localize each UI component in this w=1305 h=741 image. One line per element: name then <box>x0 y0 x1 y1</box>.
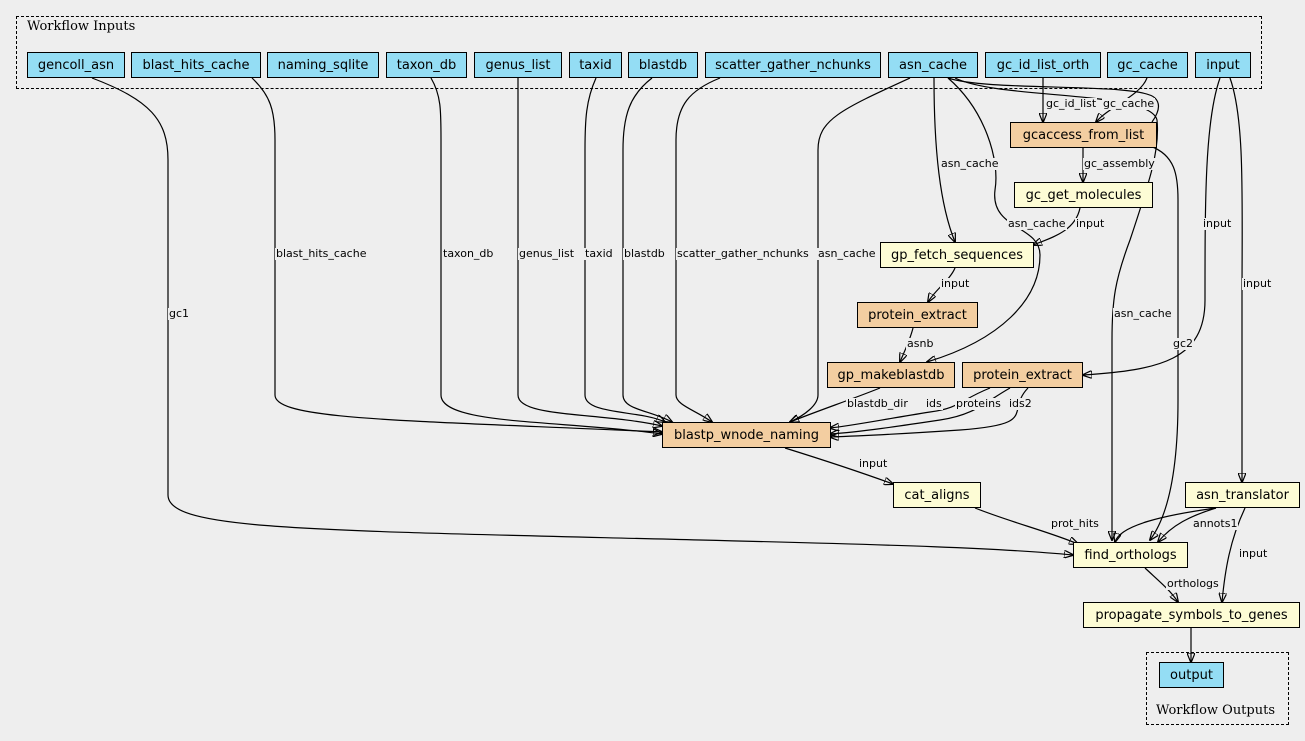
edge-input-propagate <box>1222 507 1246 602</box>
node-gc-get-molecules[interactable]: gc_get_molecules <box>1014 182 1153 208</box>
edge-gc2 <box>1150 145 1179 540</box>
edge-blastdb-dir <box>790 387 881 422</box>
edge-label-blastdb: blastdb <box>623 247 666 260</box>
edge-label-taxid: taxid <box>584 247 614 260</box>
edge-label-blast-hits-cache: blast_hits_cache <box>275 247 368 260</box>
edge-asn-cache-makeblastdb <box>927 77 1041 362</box>
node-protein-extract-1[interactable]: protein_extract <box>857 302 978 328</box>
node-blast-hits-cache[interactable]: blast_hits_cache <box>131 52 261 78</box>
edge-annots1-b <box>1115 507 1217 542</box>
edge-label-gc2: gc2 <box>1172 337 1195 350</box>
node-find-orthologs[interactable]: find_orthologs <box>1073 542 1188 568</box>
edge-input-molecules <box>1033 207 1081 245</box>
edge-annots1 <box>1158 507 1217 542</box>
node-blastp-wnode-naming[interactable]: blastp_wnode_naming <box>662 422 831 448</box>
edge-label-asnb: asnb <box>906 337 935 350</box>
edge-taxid <box>584 77 665 422</box>
edge-asn-cache-fetch <box>933 77 955 242</box>
edge-label-asn-cache-orthologs: asn_cache <box>1113 307 1173 320</box>
workflow-inputs-label: Workflow Inputs <box>27 19 136 34</box>
node-gencoll-asn[interactable]: gencoll_asn <box>27 52 125 78</box>
node-output[interactable]: output <box>1159 662 1224 688</box>
edge-label-asn-cache-makeblastdb: asn_cache <box>1007 217 1067 230</box>
edge-taxon-db <box>430 77 662 434</box>
node-taxid[interactable]: taxid <box>569 52 622 78</box>
edge-label-input-fetch: input <box>940 277 971 290</box>
edge-label-gc-assembly: gc_assembly <box>1083 157 1156 170</box>
edge-label-proteins: proteins <box>955 397 1002 410</box>
edge-input-protein-extract <box>1083 77 1221 375</box>
edge-label-genus-list: genus_list <box>518 247 576 260</box>
edge-label-input-molecules: input <box>1075 217 1106 230</box>
edge-orthologs <box>1144 567 1178 602</box>
edge-label-gc-id-list: gc_id_list <box>1045 97 1098 110</box>
edge-asn-cache-blastp <box>790 77 911 422</box>
edge-asn-cache-orthologs <box>954 77 1159 540</box>
edge-genus-list <box>517 78 662 426</box>
edge-asn-cache-gcaccess <box>947 77 1160 123</box>
workflow-outputs-label: Workflow Outputs <box>1156 703 1275 718</box>
node-asn-translator[interactable]: asn_translator <box>1185 482 1300 508</box>
node-genus-list[interactable]: genus_list <box>474 52 562 78</box>
node-scatter-gather-nchunks[interactable]: scatter_gather_nchunks <box>705 52 881 78</box>
node-gcaccess-from-list[interactable]: gcaccess_from_list <box>1010 122 1157 148</box>
edge-label-input-translator: input <box>1242 277 1273 290</box>
node-gc-id-list-orth[interactable]: gc_id_list_orth <box>985 52 1101 78</box>
edge-label-blastdb-dir: blastdb_dir <box>846 397 909 410</box>
node-cat-aligns[interactable]: cat_aligns <box>893 482 981 508</box>
edge-label-asn-cache-fetch: asn_cache <box>940 157 1000 170</box>
node-gc-cache[interactable]: gc_cache <box>1107 52 1188 78</box>
workflow-inputs-cluster <box>16 16 1262 89</box>
edge-label-scatter-gather-nchunks: scatter_gather_nchunks <box>676 247 810 260</box>
node-gp-fetch-sequences[interactable]: gp_fetch_sequences <box>880 242 1034 268</box>
edge-scatter <box>675 77 721 422</box>
edge-label-asn-cache-blastp: asn_cache <box>817 247 877 260</box>
edge-label-orthologs: orthologs <box>1166 577 1220 590</box>
edge-blastdb <box>622 77 672 422</box>
edge-label-ids: ids <box>925 397 943 410</box>
edge-gc1 <box>91 77 1073 555</box>
node-naming-sqlite[interactable]: naming_sqlite <box>267 52 379 78</box>
edge-label-gc-cache: gc_cache <box>1102 97 1156 110</box>
edge-label-annots1: annots1 <box>1192 517 1239 530</box>
edge-input-cat <box>784 447 893 484</box>
edge-label-prot-hits: prot_hits <box>1050 517 1100 530</box>
node-input[interactable]: input <box>1195 52 1251 78</box>
node-taxon-db[interactable]: taxon_db <box>386 52 467 78</box>
edge-label-input-protein-extract: input <box>1202 217 1233 230</box>
edge-label-ids2: ids2 <box>1008 397 1033 410</box>
edge-label-input-cat: input <box>858 457 889 470</box>
edge-input-translator <box>1229 77 1242 482</box>
node-protein-extract-2[interactable]: protein_extract <box>962 362 1083 388</box>
edge-blast-hits-cache <box>251 77 662 432</box>
node-propagate-symbols-to-genes[interactable]: propagate_symbols_to_genes <box>1083 602 1300 628</box>
workflow-outputs-cluster <box>1146 652 1289 725</box>
edge-label-input-propagate: input <box>1238 547 1269 560</box>
node-blastdb[interactable]: blastdb <box>628 52 698 78</box>
edge-prot-hits <box>974 507 1078 544</box>
edge-label-gc1: gc1 <box>168 307 191 320</box>
node-gp-makeblastdb[interactable]: gp_makeblastdb <box>827 362 955 388</box>
edge-label-taxon-db: taxon_db <box>442 247 495 260</box>
node-asn-cache[interactable]: asn_cache <box>888 52 978 78</box>
